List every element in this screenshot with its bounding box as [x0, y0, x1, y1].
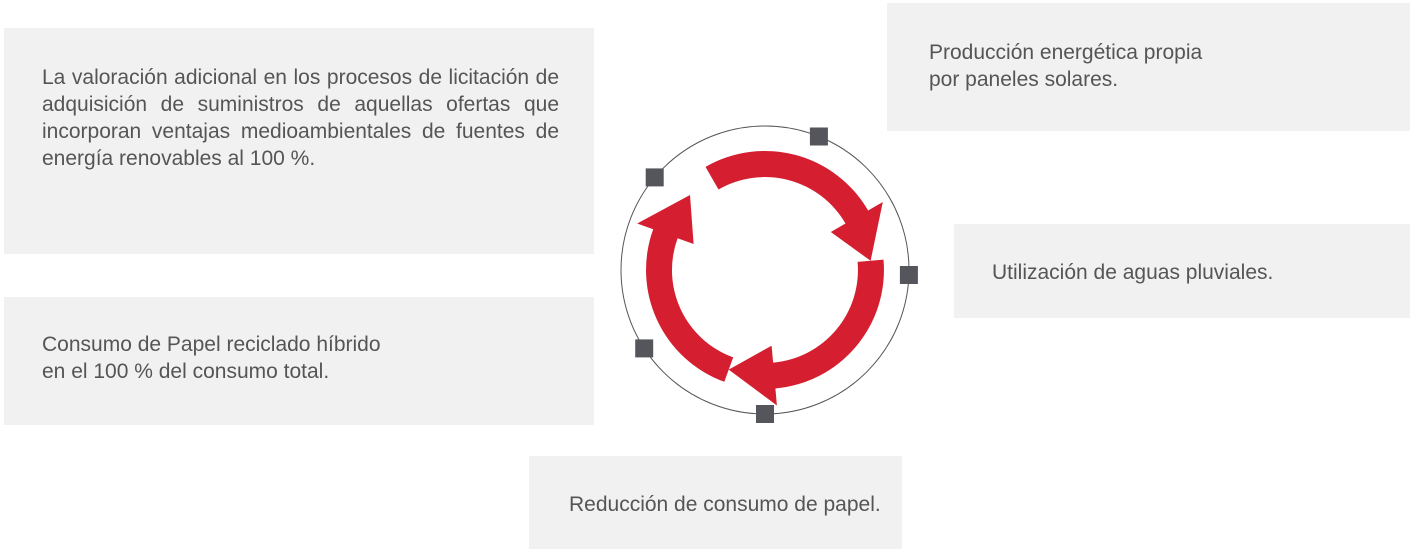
cycle-arrow-3 [637, 195, 734, 382]
card-paper-reduction-text: Reducción de consumo de papel. [569, 493, 881, 516]
card-solar-panels: Producción energética propia por paneles… [887, 3, 1410, 131]
recycle-cycle-diagram [620, 125, 918, 423]
card-rainwater: Utilización de aguas pluviales. [954, 224, 1410, 318]
cycle-arrow-2 [728, 259, 884, 406]
card-solar-panels-line-1: Producción energética propia [929, 41, 1203, 64]
square-marker-icon-5 [635, 339, 654, 358]
card-solar-panels-line-2: por paneles solares. [929, 68, 1119, 91]
square-marker-icon-2 [645, 168, 664, 187]
cycle-arrow-1 [705, 150, 883, 261]
card-renewable-energy-procurement-text: La valoración adicional en los procesos … [42, 66, 559, 170]
square-marker-icon-1 [809, 127, 828, 146]
card-renewable-energy-procurement: La valoración adicional en los procesos … [4, 28, 594, 254]
card-recycled-paper-line-1: Consumo de Papel reciclado híbrido [42, 333, 381, 356]
card-recycled-paper-line-2: en el 100 % del consumo total. [42, 360, 330, 383]
card-rainwater-text: Utilización de aguas pluviales. [992, 261, 1274, 284]
square-marker-icon-3 [899, 266, 918, 284]
card-paper-reduction: Reducción de consumo de papel. [529, 456, 902, 549]
square-marker-icon-4 [756, 405, 774, 423]
recycle-cycle-arrows-icon [637, 150, 884, 406]
card-recycled-paper: Consumo de Papel reciclado híbrido en el… [4, 297, 594, 425]
marker-group [635, 127, 918, 423]
